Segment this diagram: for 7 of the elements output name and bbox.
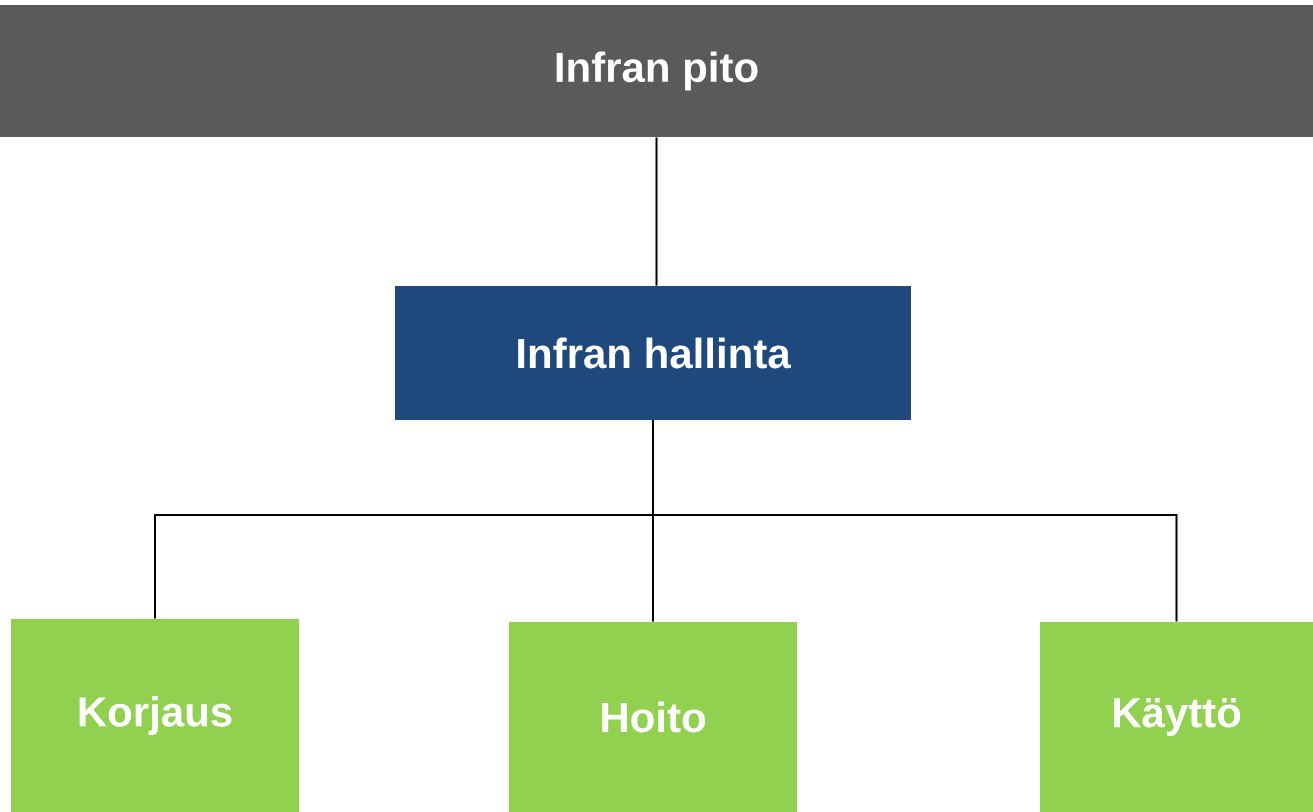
manager-box: Infran hallinta [395, 286, 911, 420]
title-band: Infran pito [0, 5, 1313, 137]
task-box: Korjaus [11, 619, 299, 812]
connector-line [652, 419, 1178, 623]
connector-line [655, 136, 658, 287]
task-box: Hoito [509, 622, 797, 812]
task-box: Käyttö [1040, 622, 1313, 812]
